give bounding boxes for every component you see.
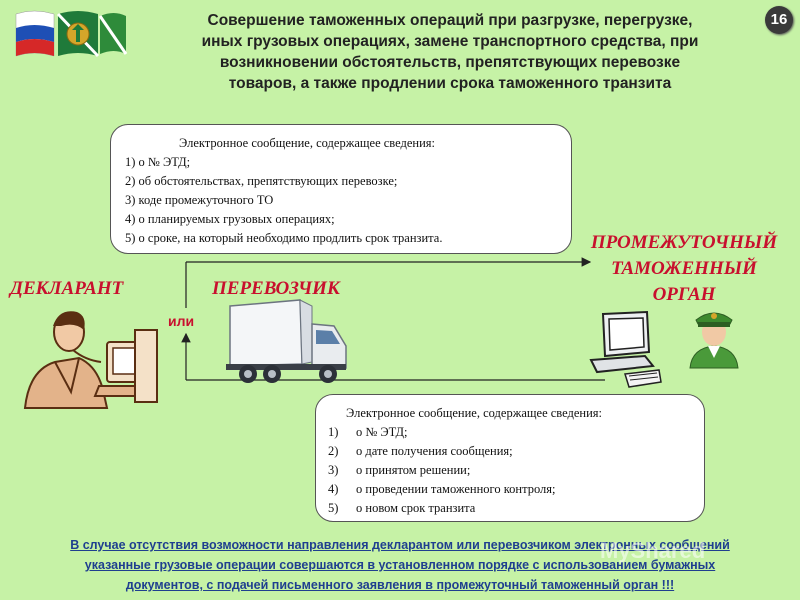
slide-title: Совершение таможенных операций при разгр…: [150, 10, 750, 94]
flags-logo: [10, 4, 128, 66]
green-flag-icon: [98, 13, 128, 55]
item-text: о новом срок транзита: [356, 501, 476, 515]
footer-line: документов, с подачей письменного заявле…: [125, 578, 675, 592]
message-to-organ-box: Электронное сообщение, содержащее сведен…: [110, 124, 572, 254]
item-number: 3): [328, 463, 339, 477]
organ-line: ПРОМЕЖУТОЧНЫЙ: [590, 232, 778, 253]
message-header: Электронное сообщение, содержащее сведен…: [346, 406, 603, 420]
message-header: Электронное сообщение, содержащее сведен…: [179, 136, 436, 150]
footer-line: В случае отсутствия возможности направле…: [70, 538, 730, 552]
message-items: 1) о № ЭТД; 2) о дате получения сообщения;…: [328, 423, 556, 518]
list-item: 4) о планируемых грузовых операциях;: [125, 212, 335, 226]
organ-line: ОРГАН: [652, 284, 716, 305]
declarant-at-computer-icon: [15, 300, 165, 410]
message-items: 1) о № ЭТД; 2) об обстоятельствах, препя…: [125, 153, 442, 248]
arrow-to-organ: [185, 257, 592, 308]
item-number: 4): [328, 482, 339, 496]
carrier-label: ПЕРЕВОЗЧИК: [212, 278, 340, 299]
organ-line: ТАМОЖЕННЫЙ: [611, 258, 757, 279]
item-number: 5): [328, 501, 339, 515]
watermark: MyShared: [600, 538, 706, 563]
slide-number-badge: 16: [765, 6, 793, 34]
item-number: 1): [328, 425, 339, 439]
computer-icon: [585, 310, 665, 390]
customs-officer-icon: [684, 306, 744, 370]
item-text: о дате получения сообщения;: [356, 444, 513, 458]
list-item: 5) о сроке, на который необходимо продли…: [125, 231, 443, 245]
list-item: 1) о № ЭТД;: [328, 423, 556, 442]
title-line: возникновении обстоятельств, препятствую…: [219, 54, 681, 71]
item-number: 2): [328, 444, 339, 458]
title-line: Совершение таможенных операций при разгр…: [207, 12, 693, 29]
list-item: 5) о новом срок транзита: [328, 499, 556, 518]
title-line: товаров, а также продлении срока таможен…: [228, 75, 672, 92]
or-label: или: [168, 313, 195, 329]
list-item: 2) об обстоятельствах, препятствующих пе…: [125, 174, 398, 188]
item-text: о № ЭТД;: [356, 425, 408, 439]
list-item: 2) о дате получения сообщения;: [328, 442, 556, 461]
intermediate-customs-organ-label: ПРОМЕЖУТОЧНЫЙ ТАМОЖЕННЫЙ ОРГАН: [568, 230, 800, 308]
message-from-organ-box: Электронное сообщение, содержащее сведен…: [315, 394, 705, 522]
list-item: 1) о № ЭТД;: [125, 155, 191, 169]
footer-note: В случае отсутствия возможности направле…: [10, 535, 790, 595]
item-text: о проведении таможенного контроля;: [356, 482, 556, 496]
list-item: 3) коде промежуточного ТО: [125, 193, 274, 207]
russia-flag-icon: [15, 10, 55, 57]
item-text: о принятом решении;: [356, 463, 471, 477]
footer-line: указанные грузовые операции совершаются …: [84, 558, 716, 572]
declarant-label: ДЕКЛАРАНТ: [10, 278, 124, 299]
title-line: иных грузовых операциях, замене транспор…: [201, 33, 699, 50]
list-item: 3) о принятом решении;: [328, 461, 556, 480]
list-item: 4) о проведении таможенного контроля;: [328, 480, 556, 499]
customs-emblem-icon: [66, 22, 90, 46]
truck-icon: [222, 298, 352, 386]
arrow-to-declarant: [181, 332, 605, 381]
